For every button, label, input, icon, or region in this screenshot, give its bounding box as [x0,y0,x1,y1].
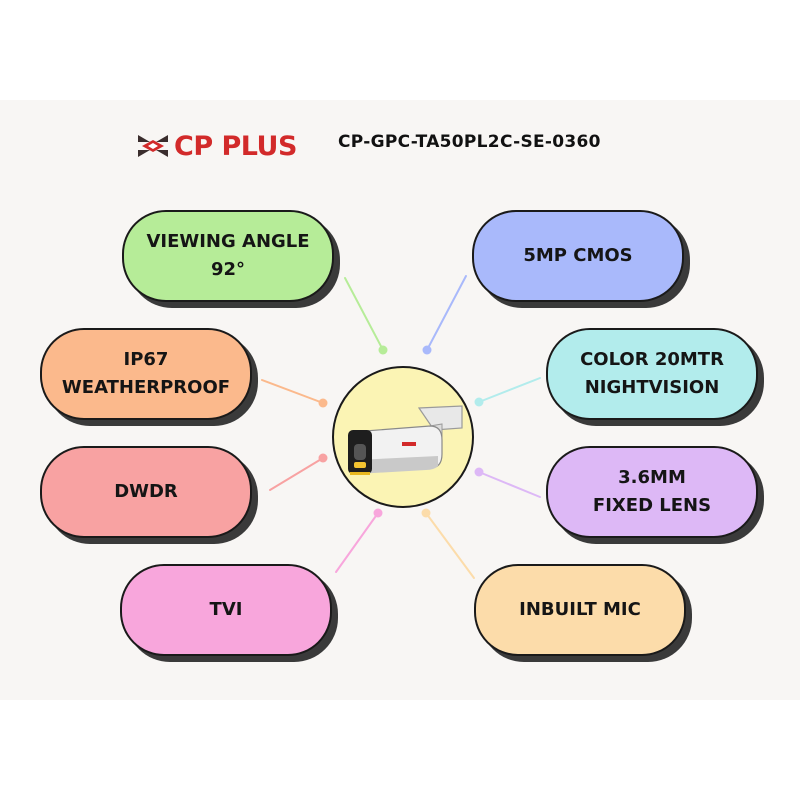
feature-nightvision: COLOR 20MTR NIGHTVISION [546,328,758,420]
bullet-camera-icon [348,405,463,475]
feature-label: VIEWING ANGLE [146,231,310,253]
connector-dwdr [269,457,324,491]
connector-dot [318,453,328,463]
feature-label: 5MP CMOS [523,245,633,267]
connector-dot [318,398,328,408]
feature-label: INBUILT MIC [519,599,641,621]
feature-tvi: TVI [120,564,332,656]
feature-label: TVI [209,599,243,621]
connector-sensor [426,275,467,351]
feature-value: NIGHTVISION [584,377,720,398]
connector-lens [478,471,541,498]
feature-lens: 3.6MM FIXED LENS [546,446,758,538]
connector-nightvision [478,377,541,403]
feature-sensor: 5MP CMOS [472,210,684,302]
feature-value: 92° [210,259,246,280]
connector-dot [421,508,431,518]
connector-dot [373,508,383,518]
feature-viewing-angle: VIEWING ANGLE 92° [122,210,334,302]
feature-label: 3.6MM [618,467,686,489]
feature-value: WEATHERPROOF [61,377,231,398]
connector-weatherproof [261,379,324,404]
connector-tvi [335,512,379,573]
feature-value: FIXED LENS [592,495,712,516]
feature-weatherproof: IP67 WEATHERPROOF [40,328,252,420]
connector-dot [378,345,388,355]
feature-label: COLOR 20MTR [580,349,724,371]
camera-center-circle [332,366,474,508]
connector-dot [474,467,484,477]
feature-dwdr: DWDR [40,446,252,538]
connector-viewing-angle [344,277,384,351]
feature-label: DWDR [114,481,178,503]
model-number: CP-GPC-TA50PL2C-SE-0360 [338,132,601,152]
feature-mic: INBUILT MIC [474,564,686,656]
cp-plus-logo-icon [138,135,168,157]
connector-mic [425,512,475,579]
brand-logo: CP PLUS [136,128,297,164]
connector-dot [474,397,484,407]
feature-label: IP67 [123,349,169,371]
connector-dot [422,345,432,355]
brand-name: CP PLUS [174,130,297,162]
